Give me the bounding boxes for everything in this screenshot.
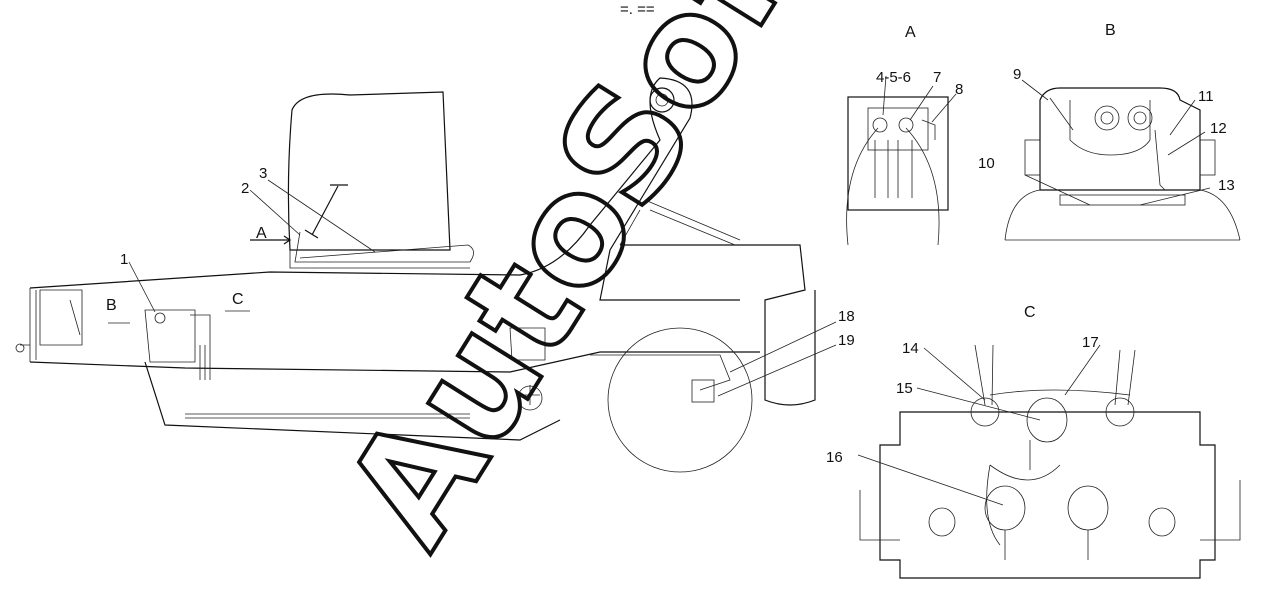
watermark: AutoSoft (311, 0, 858, 576)
callout-8: 8 (955, 81, 963, 98)
detail-view-b (1004, 79, 1241, 241)
view-b-title: B (1105, 22, 1116, 39)
steering-column (304, 184, 348, 239)
boom-frame-lower (29, 351, 760, 373)
slew-ring (607, 327, 753, 473)
callout-7: 7 (933, 69, 941, 86)
watermark-text: AutoSoft (313, 0, 856, 574)
callout-16: 16 (826, 449, 843, 466)
callout-2: 2 (241, 180, 249, 197)
callout-17: 17 (1082, 334, 1099, 351)
cab-outline (287, 91, 451, 251)
callout-14: 14 (902, 340, 919, 357)
callout-9: 9 (1013, 66, 1021, 83)
boom-frame-upper (29, 77, 740, 301)
frame-bottom (144, 361, 561, 441)
callout-18: 18 (838, 308, 855, 325)
main-view (15, 77, 837, 473)
detail-view-c (857, 344, 1241, 579)
callout-12: 12 (1210, 120, 1227, 137)
section-mark-c: C (232, 291, 244, 308)
callout-13: 13 (1218, 177, 1235, 194)
section-mark-a: A (256, 225, 267, 242)
callout-11: 11 (1198, 88, 1214, 105)
callout-10: 10 (978, 155, 995, 172)
turret-body (620, 244, 816, 406)
callout-15: 15 (896, 380, 913, 397)
header-mark: =. == (620, 1, 655, 18)
view-c-title: C (1024, 304, 1036, 321)
view-a-title: A (905, 24, 916, 41)
detail-view-a (846, 75, 957, 246)
section-mark-b: B (106, 297, 117, 314)
pivot-pin (649, 87, 675, 113)
callout-3: 3 (259, 165, 267, 182)
callout-19: 19 (838, 332, 855, 349)
callout-4-5-6: 4-5-6 (876, 69, 911, 86)
callout-1: 1 (120, 251, 128, 268)
